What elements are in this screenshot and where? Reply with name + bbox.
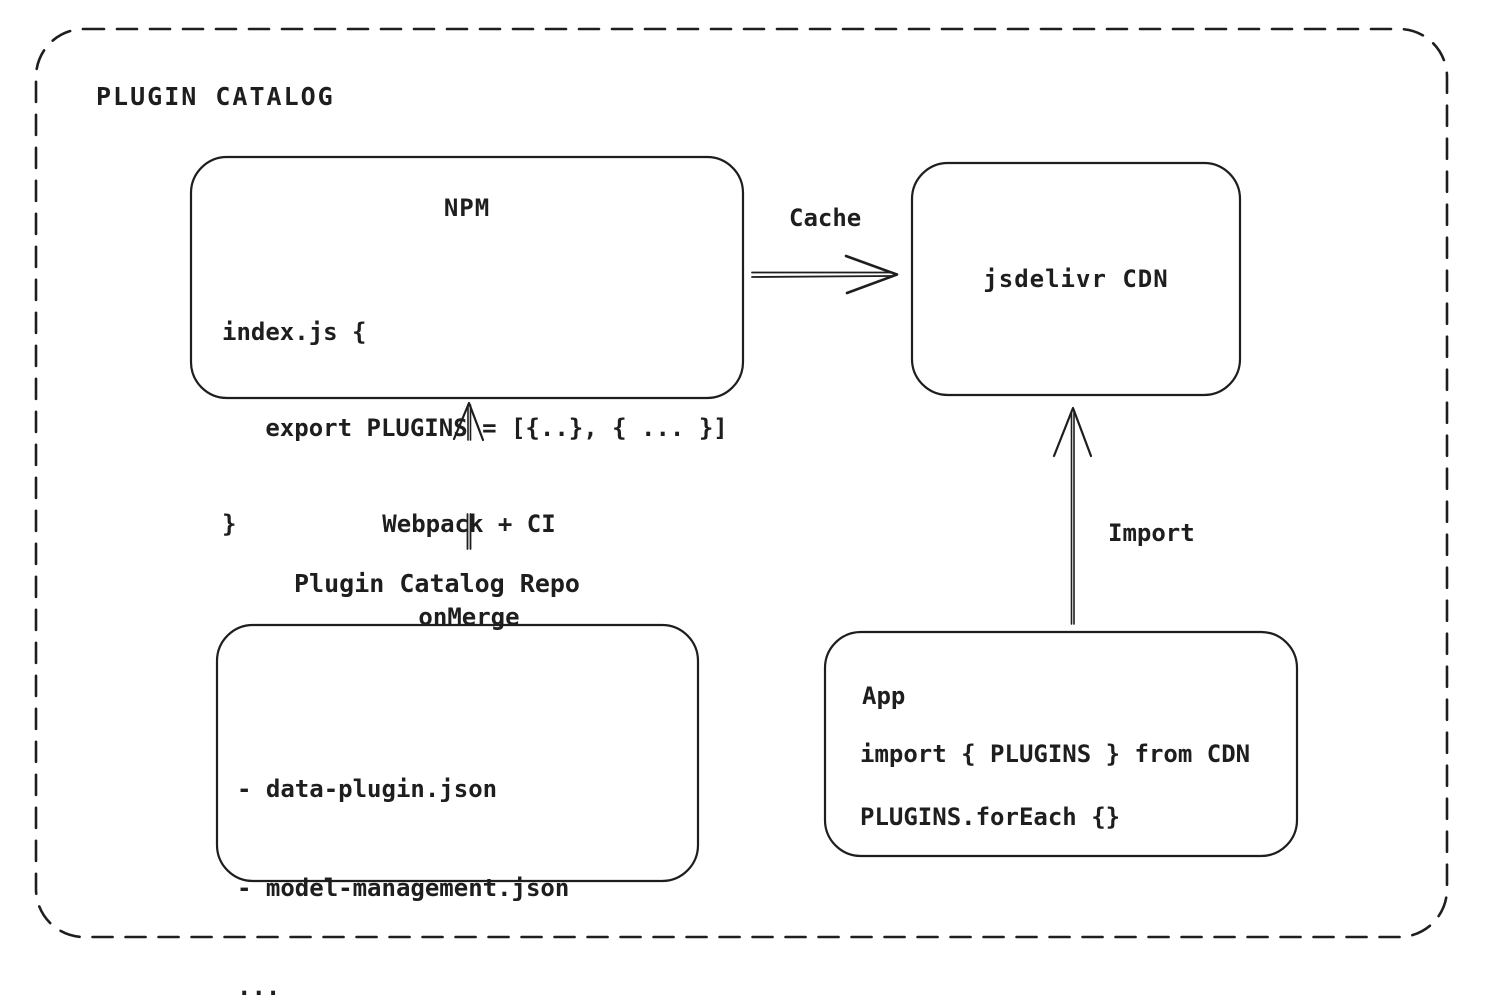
repo-box bbox=[215, 623, 700, 883]
repo-file-item: - data-plugin.json bbox=[237, 775, 498, 803]
repo-file-item: - model-management.json bbox=[237, 874, 570, 902]
cdn-box bbox=[910, 161, 1242, 397]
cdn-node-label: jsdelivr CDN bbox=[983, 265, 1169, 293]
npm-node-title: NPM bbox=[443, 194, 491, 222]
build-arrow-label-line: Webpack + CI bbox=[382, 510, 556, 538]
build-arrow bbox=[452, 401, 485, 550]
app-code-line: import { PLUGINS } from CDN bbox=[860, 740, 1251, 768]
plugin-catalog-frame bbox=[34, 27, 1449, 939]
app-node-title: App bbox=[862, 682, 906, 710]
repo-file-item: ... bbox=[237, 973, 281, 1001]
build-arrow-label-line: onMerge bbox=[418, 603, 520, 631]
import-arrow bbox=[1052, 406, 1093, 625]
build-arrow-label: Webpack + CI onMerge bbox=[319, 447, 619, 695]
cache-arrow-label: Cache bbox=[789, 204, 862, 232]
app-box bbox=[823, 630, 1299, 858]
npm-code-line: } bbox=[222, 510, 237, 538]
repo-node-title: Plugin Catalog Repo bbox=[294, 569, 580, 598]
npm-code-block: index.js { export PLUGINS = [{..}, { ...… bbox=[222, 252, 728, 604]
npm-code-line: export PLUGINS = [{..}, { ... }] bbox=[222, 414, 728, 442]
diagram-title: PLUGIN CATALOG bbox=[96, 82, 335, 111]
repo-file-list: - data-plugin.json - model-management.js… bbox=[237, 707, 569, 1002]
app-code-line: PLUGINS.forEach {} bbox=[860, 803, 1121, 831]
npm-code-line: index.js { bbox=[222, 318, 367, 346]
cache-arrow bbox=[751, 254, 899, 295]
npm-box bbox=[189, 155, 745, 400]
import-arrow-label: Import bbox=[1108, 519, 1195, 547]
